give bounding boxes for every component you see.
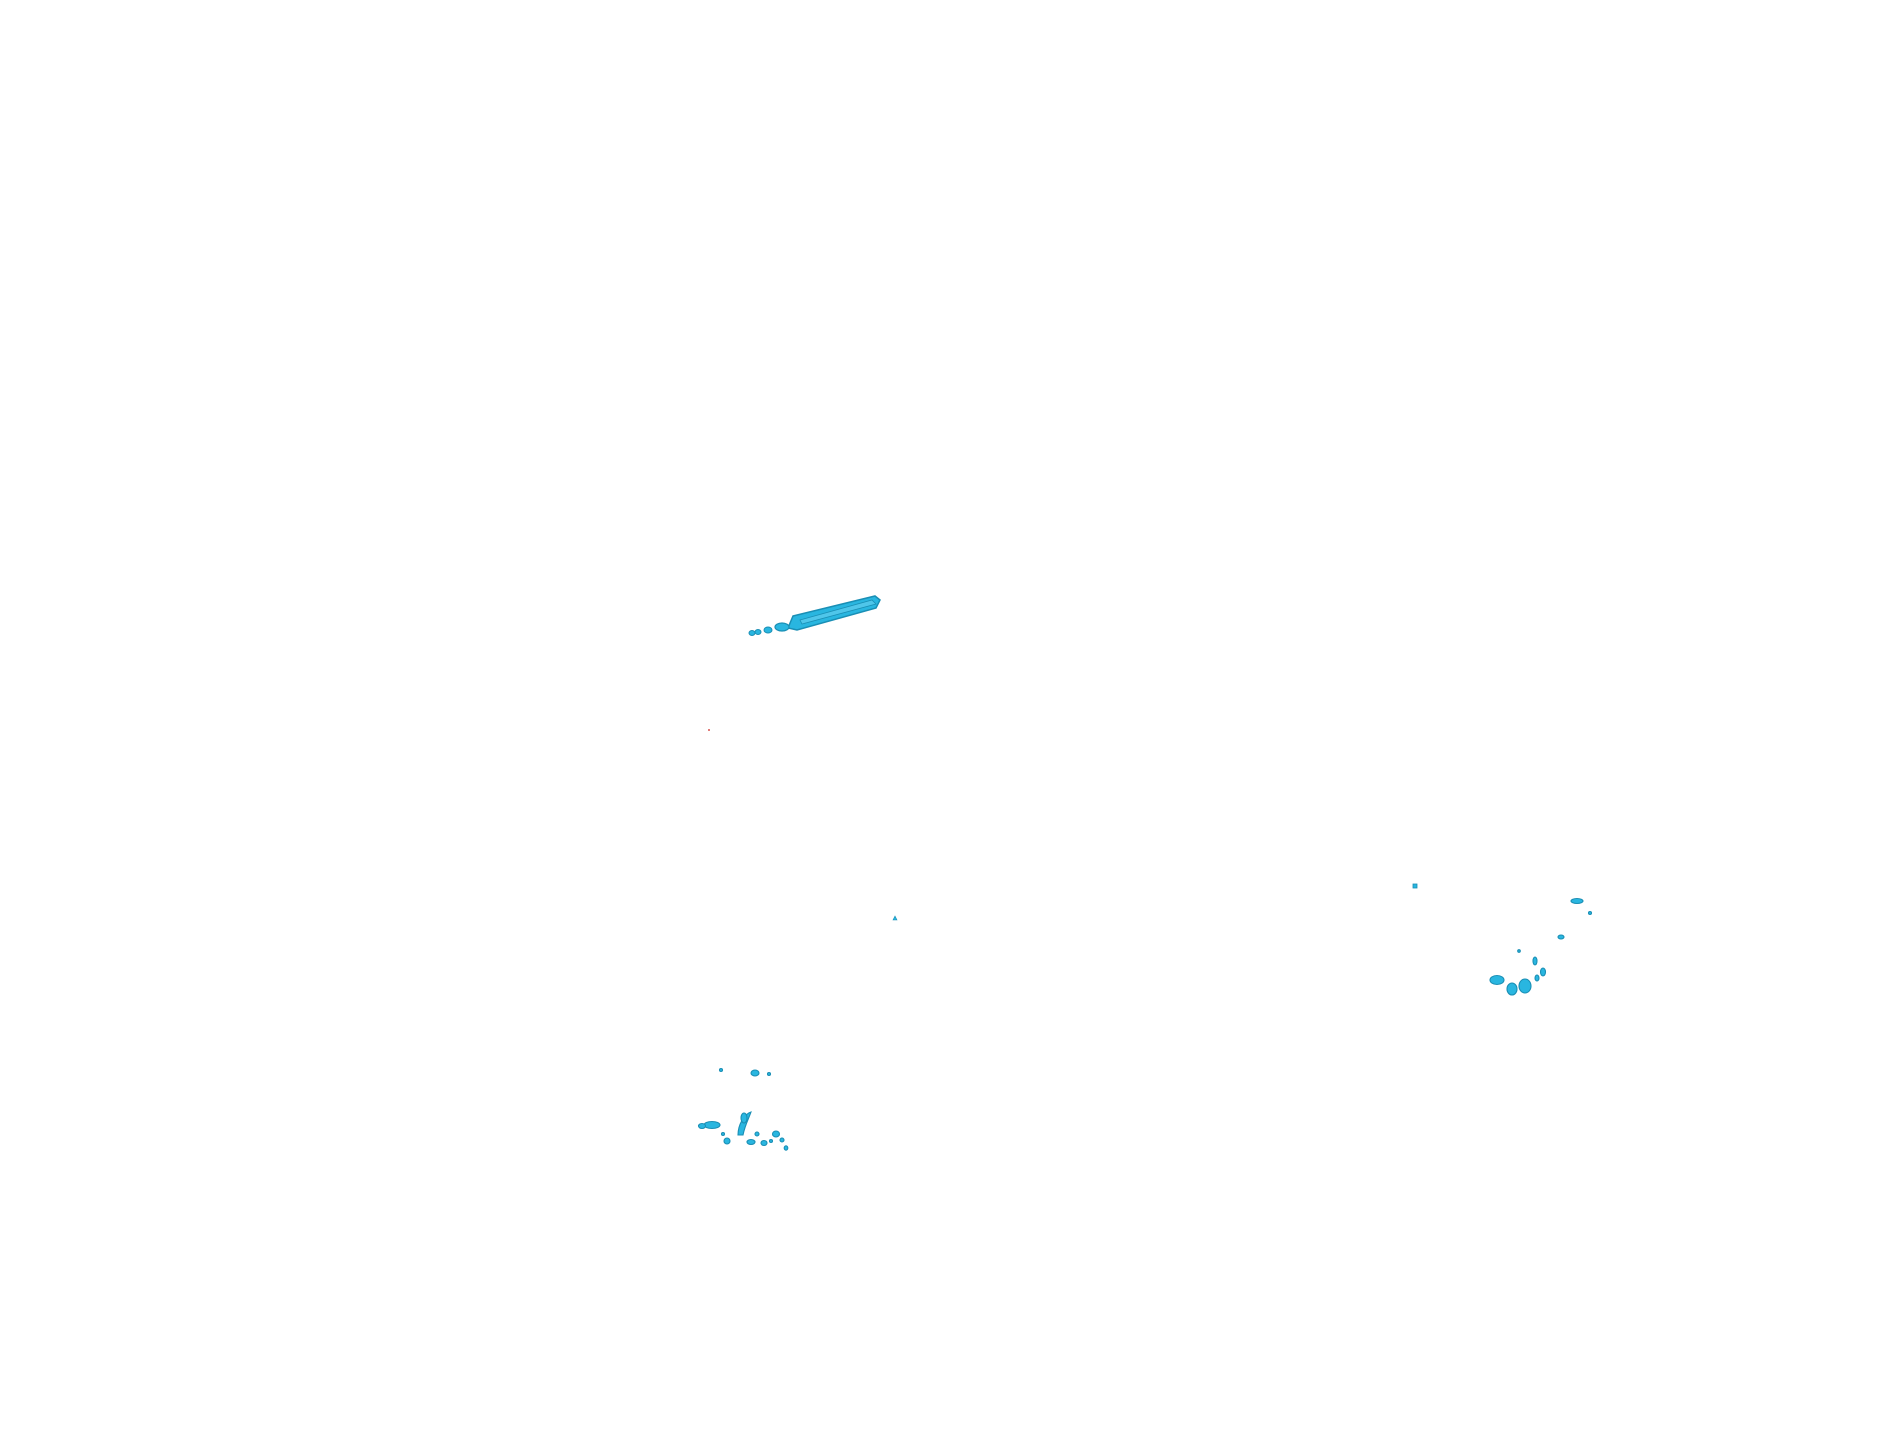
- fragment: [697, 1122, 707, 1130]
- fragment: [1489, 974, 1505, 986]
- fragment: [1506, 982, 1518, 996]
- elongated-streak: [748, 595, 881, 636]
- fragment: [1570, 897, 1584, 905]
- fragment: [740, 1112, 748, 1124]
- fragment: [1539, 967, 1547, 977]
- fragment: [760, 1139, 768, 1147]
- fragment: [1557, 934, 1565, 940]
- streak-blob: [763, 626, 773, 634]
- streak-blob: [774, 622, 790, 632]
- fragment: [1587, 910, 1593, 916]
- fragment: [766, 1071, 772, 1077]
- fragment: [720, 1131, 726, 1137]
- fragment: [703, 1120, 721, 1130]
- fragment: [750, 1069, 760, 1077]
- lower-left-cluster: [697, 1067, 789, 1151]
- fragment: [1518, 978, 1532, 994]
- fragment: [723, 1137, 731, 1145]
- fragment: [754, 1131, 760, 1137]
- streak-ridge: [799, 599, 877, 625]
- speck: [892, 915, 898, 921]
- fragment: [783, 1145, 789, 1151]
- speck: [1412, 883, 1418, 889]
- fragment: [1532, 956, 1538, 966]
- fragment: [1517, 949, 1521, 953]
- streak-blob: [748, 630, 756, 636]
- fragment: [746, 1138, 756, 1146]
- fragment: [771, 1130, 781, 1138]
- isolated-specks: [708, 729, 1418, 921]
- fragment: [1534, 974, 1540, 982]
- fragment: [718, 1067, 724, 1073]
- speck: [708, 729, 710, 731]
- streak-blob: [754, 629, 762, 635]
- fragment: [779, 1137, 785, 1143]
- right-cluster: [1489, 897, 1593, 996]
- fragment: [768, 1138, 774, 1144]
